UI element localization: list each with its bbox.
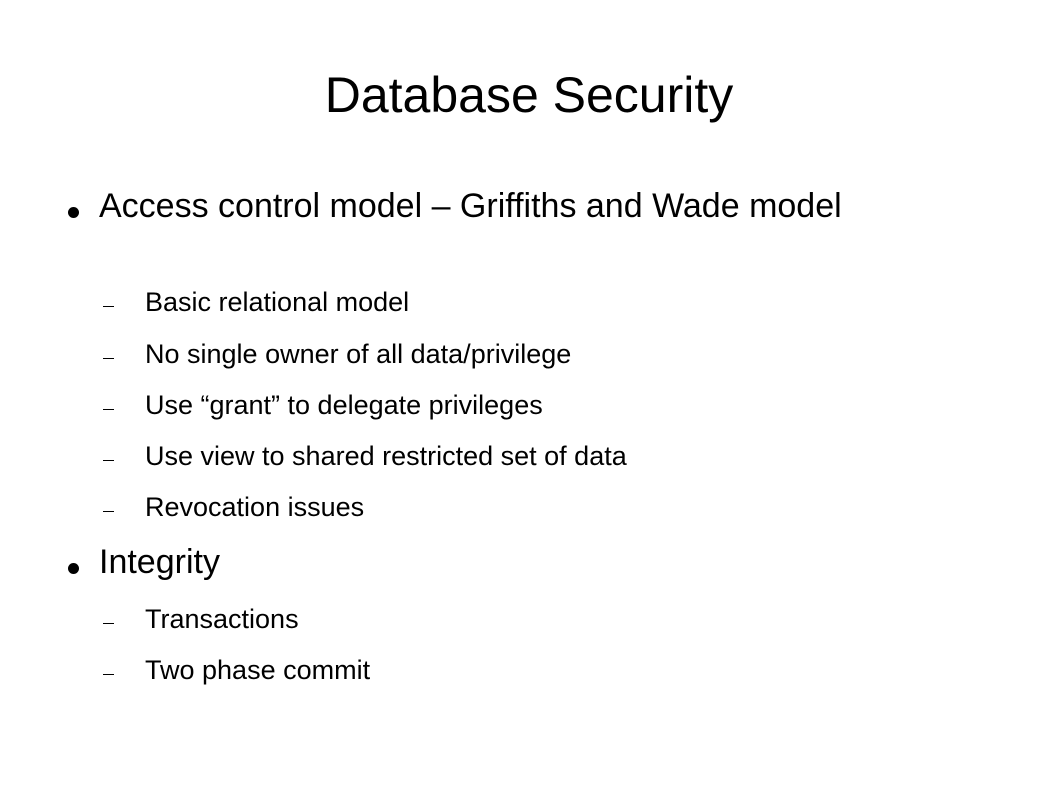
slide-title: Database Security xyxy=(324,67,734,123)
dash-icon xyxy=(103,358,114,359)
bullet-text: Access control model – Griffiths and Wad… xyxy=(99,187,842,225)
sub-bullet-text: Transactions xyxy=(145,604,299,634)
sub-bullet-text: Revocation issues xyxy=(145,492,365,522)
dash-icon xyxy=(103,511,114,512)
sub-bullet-text: Use view to shared restricted set of dat… xyxy=(145,441,627,471)
sub-bullet-text: Use “grant” to delegate privileges xyxy=(145,390,543,420)
dash-icon xyxy=(103,409,114,410)
sub-bullet-text: Basic relational model xyxy=(145,287,410,317)
bullet-dot-icon xyxy=(68,563,79,574)
bullet-text: Integrity xyxy=(99,543,220,581)
dash-icon xyxy=(103,460,114,461)
bullet-dot-icon xyxy=(68,207,79,218)
dash-icon xyxy=(103,306,114,307)
dash-icon xyxy=(103,623,114,624)
sub-bullet-text: No single owner of all data/privilege xyxy=(145,339,572,369)
sub-bullet-text: Two phase commit xyxy=(145,655,371,685)
dash-icon xyxy=(103,674,114,675)
